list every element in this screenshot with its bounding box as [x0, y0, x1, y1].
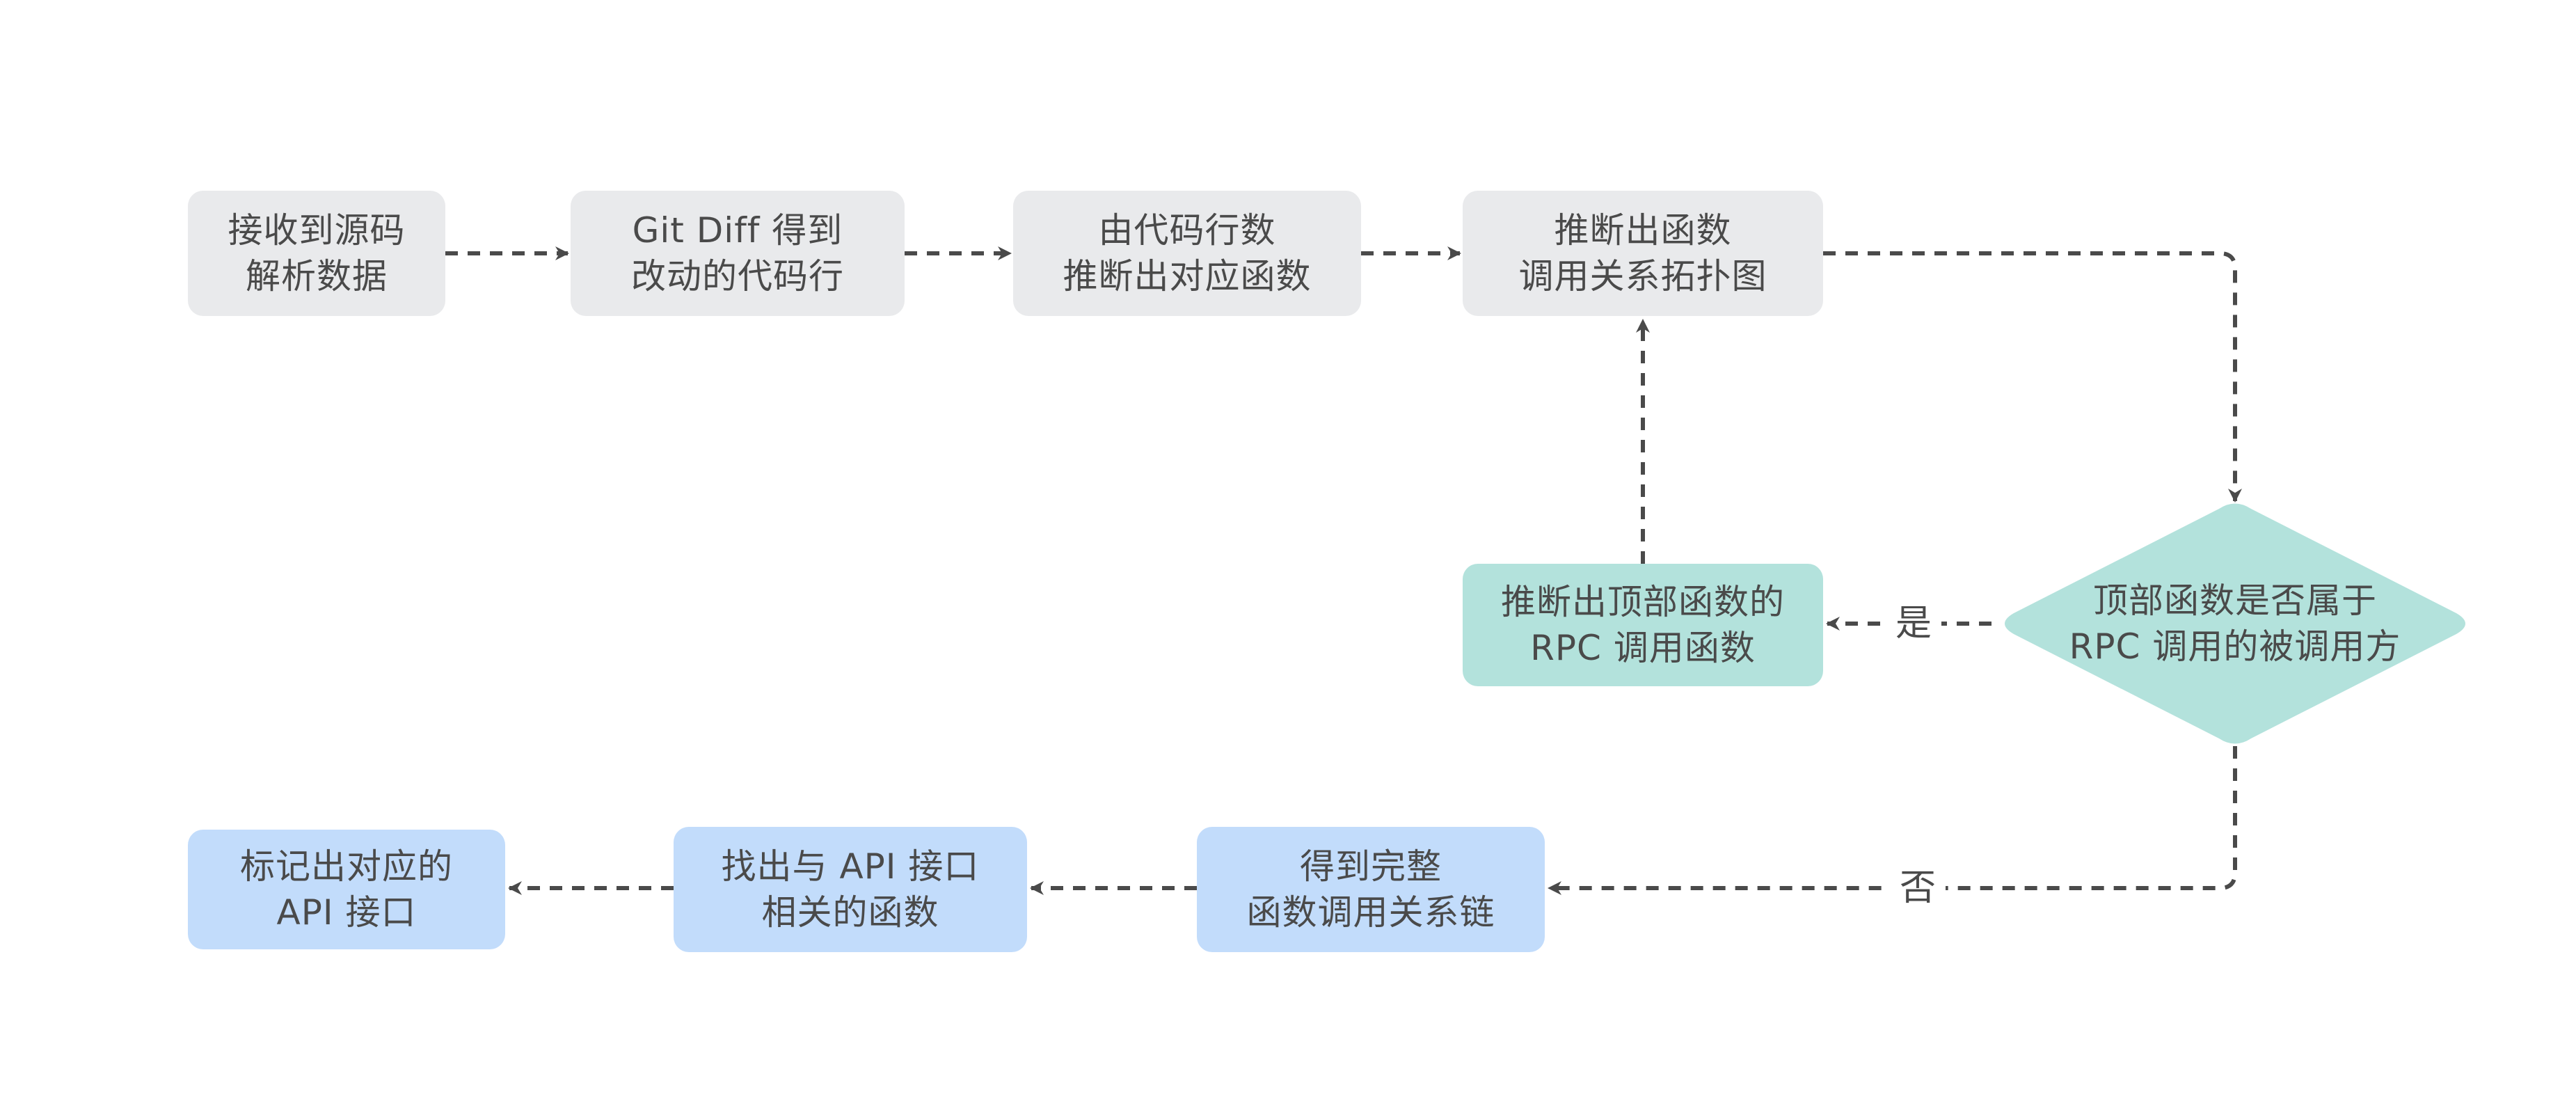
node-text-line: 改动的代码行 — [631, 256, 844, 296]
node-mark-api[interactable]: 标记出对应的 API 接口 — [188, 830, 505, 949]
node-decision-rpc-callee[interactable]: 顶部函数是否属于 RPC 调用的被调用方 — [1991, 505, 2479, 742]
node-infer-function[interactable]: 由代码行数 推断出对应函数 — [1013, 191, 1361, 316]
node-text-line: Git Diff 得到 — [632, 210, 843, 251]
node-git-diff[interactable]: Git Diff 得到 改动的代码行 — [571, 191, 905, 316]
node-text-line: 相关的函数 — [761, 892, 939, 933]
node-api-related-functions[interactable]: 找出与 API 接口 相关的函数 — [674, 827, 1027, 952]
node-text-line: API 接口 — [276, 892, 417, 933]
node-text-line: 解析数据 — [246, 256, 388, 296]
edge-label-no: 否 — [1889, 867, 1946, 909]
node-text-line: 找出与 API 接口 — [721, 846, 980, 887]
node-rpc-caller[interactable]: 推断出顶部函数的 RPC 调用函数 — [1463, 564, 1823, 686]
decision-diamond — [2005, 503, 2465, 744]
node-text-line: 推断出函数 — [1554, 210, 1732, 251]
edge-label-yes: 是 — [1885, 603, 1942, 645]
node-text-line: 接收到源码 — [228, 210, 406, 251]
node-text-line: 顶部函数是否属于 — [2093, 580, 2377, 621]
node-text-line: 推断出顶部函数的 — [1501, 582, 1785, 622]
node-text-line: 由代码行数 — [1098, 210, 1276, 251]
node-text-line: 得到完整 — [1300, 846, 1442, 887]
edge-callgraph-to-decision — [1823, 251, 2242, 503]
node-text-line: 标记出对应的 — [240, 846, 453, 887]
node-receive-source[interactable]: 接收到源码 解析数据 — [188, 191, 445, 316]
node-text-line: RPC 调用函数 — [1530, 628, 1756, 668]
node-text-line: 调用关系拓扑图 — [1518, 256, 1767, 296]
node-text-line: 推断出对应函数 — [1063, 256, 1312, 296]
edge-decision-to-fullchain — [1548, 746, 2237, 895]
node-text-line: 函数调用关系链 — [1246, 892, 1495, 933]
node-call-graph[interactable]: 推断出函数 调用关系拓扑图 — [1463, 191, 1823, 316]
node-text-line: RPC 调用的被调用方 — [2069, 626, 2401, 667]
node-full-call-chain[interactable]: 得到完整 函数调用关系链 — [1197, 827, 1545, 952]
